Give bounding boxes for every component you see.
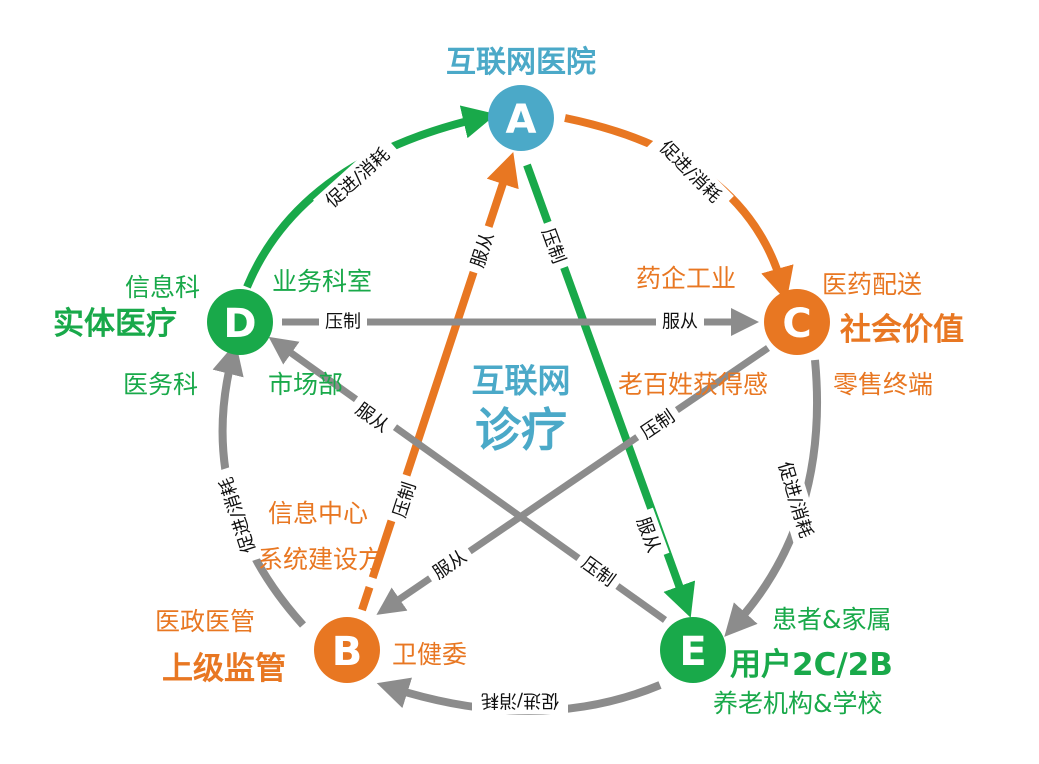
- label-d-c-obey: 服从: [662, 312, 698, 333]
- label-b-a-obey: 服从: [467, 230, 498, 271]
- node-e-label-bottom: 养老机构&学校: [713, 689, 883, 718]
- node-c-letter: C: [782, 301, 811, 347]
- node-d-title: 实体医疗: [53, 306, 177, 342]
- label-b-a-suppress: 压制: [389, 480, 420, 521]
- label-info-center: 信息中心: [268, 499, 368, 528]
- node-c-label-top-left: 药企工业: [636, 264, 736, 293]
- node-d-label-top-left: 信息科: [125, 273, 200, 302]
- node-a-title: 互联网医院: [446, 45, 596, 80]
- node-c: C: [764, 289, 830, 355]
- node-d-letter: D: [223, 301, 256, 347]
- node-c-title: 社会价值: [840, 312, 964, 348]
- label-system-builder: 系统建设方: [258, 545, 383, 574]
- node-c-label-bottom-right: 零售终端: [833, 370, 933, 399]
- node-c-label-top-right: 医药配送: [822, 270, 922, 299]
- center-line-2: 诊疗: [475, 403, 567, 457]
- node-d: D: [207, 289, 273, 355]
- label-a-to-c: 促进/消耗: [655, 137, 725, 207]
- label-b-to-d: 促进/消耗: [216, 475, 260, 556]
- node-a: A: [488, 85, 554, 151]
- node-e: E: [660, 617, 726, 683]
- node-e-letter: E: [679, 629, 706, 675]
- node-b-title: 上级监管: [162, 651, 286, 687]
- center-line-1: 互联网: [472, 361, 571, 400]
- node-b-letter: B: [332, 629, 363, 675]
- node-a-letter: A: [506, 97, 537, 143]
- edge-d-to-a: [243, 105, 497, 289]
- node-b-label-top: 医政医管: [155, 607, 255, 636]
- node-b-label-right: 卫健委: [392, 640, 467, 669]
- node-c-label-bottom-left: 老百姓获得感: [618, 370, 768, 399]
- label-d-c-suppress: 压制: [325, 312, 361, 333]
- label-e-to-b: 促进/消耗: [481, 690, 559, 711]
- node-d-label-bottom-right: 市场部: [268, 370, 343, 399]
- node-b: B: [314, 617, 380, 683]
- node-d-label-top-right: 业务科室: [272, 267, 372, 296]
- node-e-title: 用户2C/2B: [730, 647, 893, 683]
- node-d-label-bottom-left: 医务科: [123, 370, 198, 399]
- node-e-label-top: 患者&家属: [772, 605, 892, 634]
